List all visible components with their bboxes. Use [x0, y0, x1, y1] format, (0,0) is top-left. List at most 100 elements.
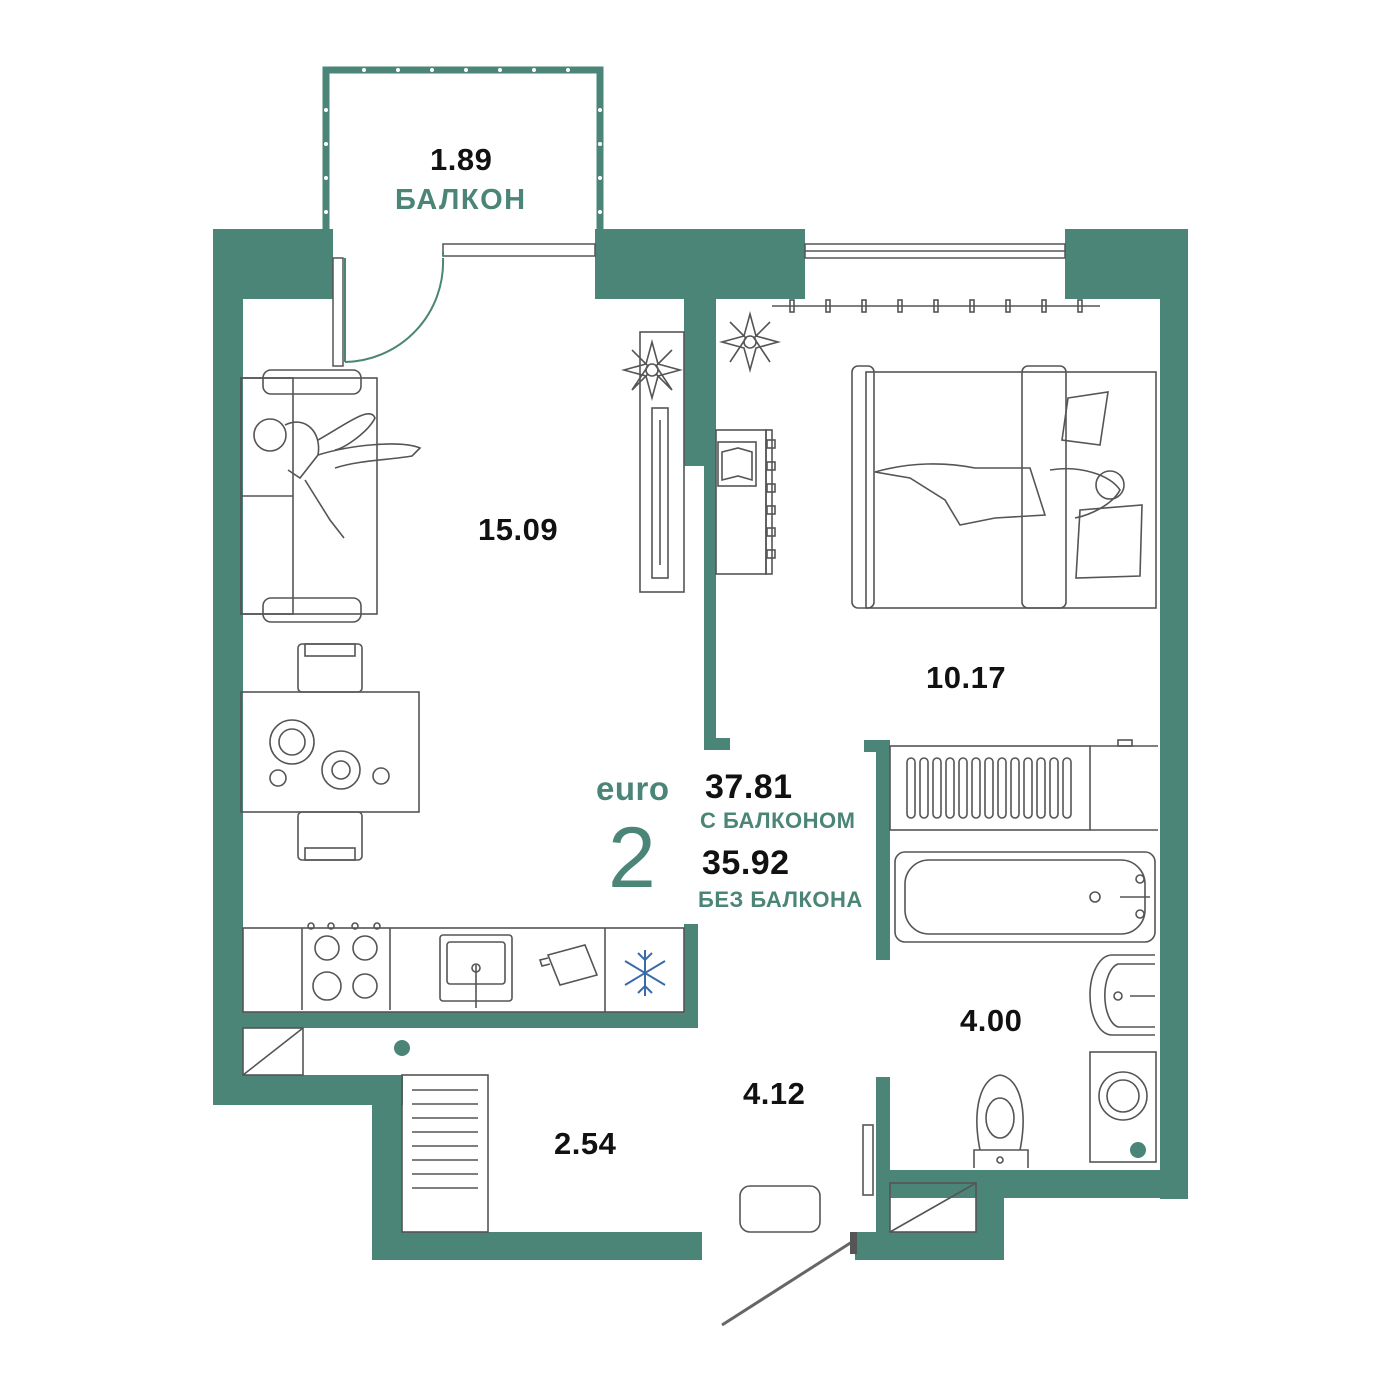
- toilet-icon: [973, 1074, 1029, 1168]
- sofa-icon: [240, 369, 378, 623]
- wall: [704, 738, 730, 750]
- room-area-storage: 2.54: [554, 1126, 617, 1161]
- railing-dot: [324, 176, 328, 180]
- snowflake-icon: [624, 950, 666, 996]
- curtain-ring: [1005, 299, 1011, 313]
- desk-icon: [715, 429, 773, 575]
- radiator-fin: [1023, 757, 1033, 819]
- shaft-icon: [242, 1027, 977, 1233]
- shelf-knob: [766, 527, 776, 537]
- railing-dot: [566, 68, 570, 72]
- curtain-ring: [861, 299, 867, 313]
- curtain-ring: [825, 299, 831, 313]
- wall: [855, 1232, 1004, 1260]
- radiator-fin: [997, 757, 1007, 819]
- wall: [876, 1077, 890, 1257]
- wall: [1160, 229, 1188, 1199]
- balcony-railing: [322, 66, 604, 232]
- kitchen-counter: [242, 927, 685, 1013]
- chair-icon: [297, 643, 363, 861]
- curtain-ring: [969, 299, 975, 313]
- plant-icon: [620, 338, 684, 402]
- door-icon: [344, 252, 445, 363]
- radiator-fin: [906, 757, 916, 819]
- room-count: 2: [608, 810, 656, 906]
- dots: [394, 1040, 1146, 1158]
- room-area-hallway: 4.12: [743, 1076, 806, 1111]
- radiator-fin: [919, 757, 929, 819]
- radiator-fin: [945, 757, 955, 819]
- wall: [213, 229, 243, 1105]
- wall: [372, 1075, 402, 1260]
- radiator-fin: [1010, 757, 1020, 819]
- wall: [213, 229, 333, 299]
- room-area-bedroom: 10.17: [926, 660, 1007, 695]
- wall: [876, 740, 890, 960]
- stove-icon: [307, 922, 381, 1001]
- door-icon: [721, 1232, 857, 1327]
- curtain-ring: [1077, 299, 1083, 313]
- wall: [704, 290, 716, 750]
- person-icon: [253, 413, 422, 539]
- wardrobe-icon: [401, 1074, 489, 1233]
- wall: [595, 229, 805, 299]
- railing-dot: [532, 68, 536, 72]
- room-area-bathroom: 4.00: [960, 1003, 1023, 1038]
- furniture: [240, 305, 1158, 1233]
- caption-without-balcony: БЕЗ БАЛКОНА: [698, 887, 863, 912]
- radiator-fin: [1062, 757, 1072, 819]
- wall: [213, 1075, 403, 1105]
- railing-dot: [396, 68, 400, 72]
- railing-dot: [362, 68, 366, 72]
- walls: [213, 229, 1188, 1260]
- plant-icon: [718, 310, 782, 374]
- bed-icon: [851, 365, 1157, 609]
- railing-dot: [464, 68, 468, 72]
- washing-machine-icon: [1089, 1051, 1157, 1163]
- shelf-knob: [766, 461, 776, 471]
- curtain-ring: [897, 299, 903, 313]
- railing-dot: [598, 142, 602, 146]
- railing-dot: [598, 176, 602, 180]
- railing-dot: [324, 142, 328, 146]
- radiator-fin: [1036, 757, 1046, 819]
- radiator-fin: [971, 757, 981, 819]
- radiator-fin: [984, 757, 994, 819]
- railing-dot: [324, 108, 328, 112]
- cutting-board-icon: [538, 944, 599, 986]
- total-with-balcony: 37.81: [705, 768, 793, 806]
- wall: [876, 1170, 1188, 1198]
- washbasin-icon: [1089, 954, 1155, 1036]
- shelf-knob: [766, 549, 776, 559]
- curtain-ring: [789, 299, 795, 313]
- railing-dot: [598, 108, 602, 112]
- curtain-ring: [1041, 299, 1047, 313]
- railing-dot: [430, 68, 434, 72]
- wall: [243, 1012, 698, 1028]
- wall: [684, 924, 698, 1028]
- tv-icon: [639, 331, 685, 593]
- bathtub-icon: [894, 851, 1156, 943]
- windows: [332, 243, 1066, 367]
- curtain-ring: [933, 299, 939, 313]
- shelf-knob: [766, 439, 776, 449]
- railing-dot: [498, 68, 502, 72]
- wall: [372, 1232, 702, 1260]
- radiator-icon: [862, 1124, 874, 1196]
- radiator-fin: [958, 757, 968, 819]
- railing-dot: [598, 210, 602, 214]
- radiator-fin: [1049, 757, 1059, 819]
- railing-dot: [324, 210, 328, 214]
- shelf-knob: [766, 483, 776, 493]
- room-area-kitchen-living: 15.09: [478, 512, 559, 547]
- balcony-area: 1.89: [430, 142, 493, 177]
- total-without-balcony: 35.92: [702, 844, 790, 882]
- caption-with-balcony: С БАЛКОНОМ: [700, 808, 856, 833]
- plan-type: euro: [596, 770, 670, 807]
- balcony-label: БАЛКОН: [395, 184, 527, 216]
- radiator-fin: [932, 757, 942, 819]
- sink-icon: [439, 934, 513, 1008]
- shelf-knob: [766, 505, 776, 515]
